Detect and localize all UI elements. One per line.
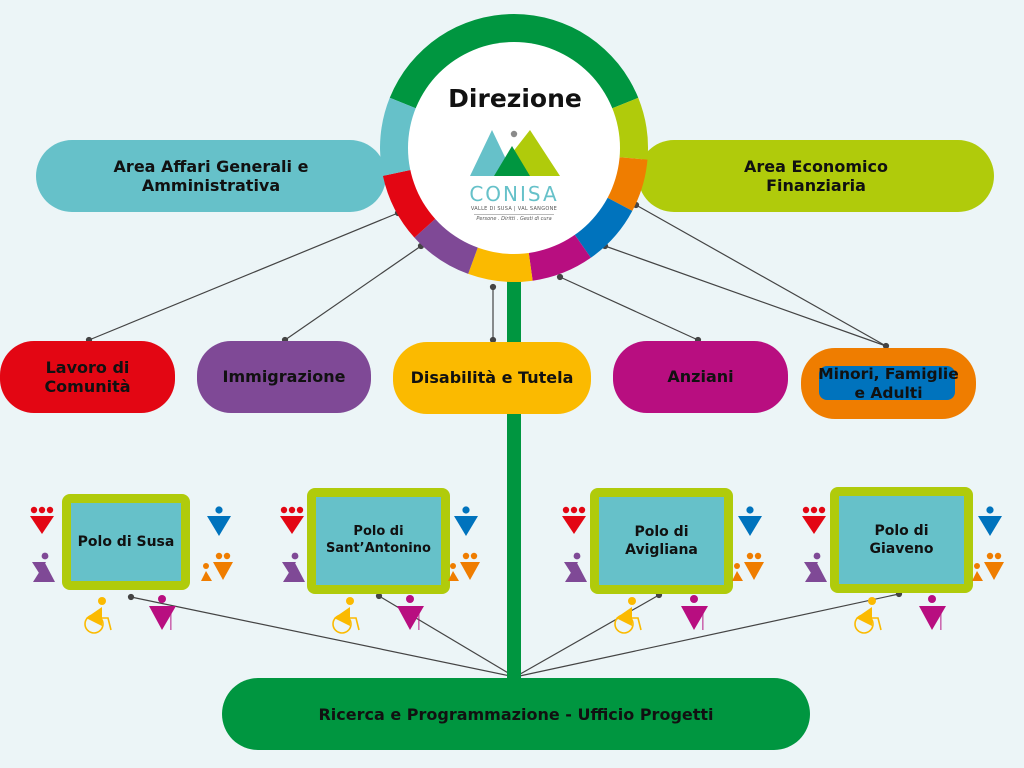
- wheelchair-user-icon: [850, 596, 884, 638]
- family-icon: [560, 506, 588, 540]
- service-inner-highlight: [819, 366, 955, 400]
- direzione-title[interactable]: Direzione: [448, 84, 582, 113]
- polo-label: Polo di Avigliana: [625, 523, 698, 558]
- wheelchair-user-icon: [328, 596, 362, 638]
- service-label: Anziani: [667, 367, 734, 387]
- polo-label: Polo di Susa: [77, 533, 175, 550]
- family-icon: [28, 506, 56, 540]
- mother-child-icon: [278, 552, 306, 588]
- service-immigrazione[interactable]: Immigrazione: [197, 341, 371, 413]
- ring-segment-anziani: [527, 229, 591, 281]
- mountains-icon: [470, 130, 560, 176]
- polo-avigliana[interactable]: Polo di Avigliana: [590, 488, 733, 594]
- family-icon: [278, 506, 306, 540]
- polo-santantonino[interactable]: Polo di Sant’Antonino: [307, 488, 450, 594]
- parents-child-icon: [448, 552, 480, 586]
- service-disabilita-tutela[interactable]: Disabilità e Tutela: [393, 342, 591, 414]
- direzione-ring: [380, 14, 648, 282]
- woman-icon: [680, 594, 710, 636]
- logo-name: CONISA: [469, 182, 559, 206]
- service-label: Immigrazione: [222, 367, 346, 387]
- area-economico-finanziaria-label: Area Economico Finanziaria: [744, 156, 888, 195]
- vertical-trunk-line: [507, 280, 521, 685]
- ricerca-label: Ricerca e Programmazione - Ufficio Proge…: [318, 704, 714, 724]
- woman-icon: [918, 594, 948, 636]
- man-icon: [205, 506, 233, 542]
- connector-minori-a: [635, 204, 887, 347]
- conisa-logo: CONISA VALLE DI SUSA | VAL SANGONE Perso…: [464, 128, 564, 238]
- polo-label: Polo di Sant’Antonino: [326, 524, 431, 556]
- area-affari-generali-label: Area Affari Generali e Amministrativa: [113, 156, 309, 195]
- polo-label: Polo di Giaveno: [869, 522, 934, 557]
- connector-lavoro: [88, 212, 399, 341]
- direzione-center: [408, 42, 620, 254]
- ring-segment-lavoro: [382, 168, 440, 238]
- man-icon: [452, 506, 480, 542]
- logo-subtitle: VALLE DI SUSA | VAL SANGONE: [470, 206, 558, 212]
- service-lavoro-di-comunita[interactable]: Lavoro di Comunità: [0, 341, 175, 413]
- wheelchair-user-icon: [80, 596, 114, 638]
- ring-segment-direzione: [389, 14, 639, 111]
- family-icon: [800, 506, 828, 540]
- service-anziani[interactable]: Anziani: [613, 341, 788, 413]
- logo-tagline: Persone . Diritti . Gesti di cura: [476, 216, 552, 222]
- area-affari-generali[interactable]: Area Affari Generali e Amministrativa: [36, 140, 386, 212]
- logo-divider: [474, 214, 554, 215]
- mother-child-icon: [560, 552, 588, 588]
- mother-child-icon: [800, 552, 828, 588]
- parents-child-icon: [732, 552, 764, 586]
- polo-susa[interactable]: Polo di Susa: [62, 494, 190, 590]
- ricerca-programmazione-box[interactable]: Ricerca e Programmazione - Ufficio Proge…: [222, 678, 810, 750]
- parents-child-icon: [972, 552, 1004, 586]
- wheelchair-user-icon: [610, 596, 644, 638]
- parents-child-icon: [201, 552, 233, 586]
- man-icon: [736, 506, 764, 542]
- man-icon: [976, 506, 1004, 542]
- woman-icon: [396, 594, 426, 636]
- service-label: Minori, Famiglie e Adulti: [818, 364, 959, 402]
- ring-segment-minori-blue: [571, 194, 633, 258]
- connector-susa: [130, 596, 516, 678]
- service-label: Lavoro di Comunità: [44, 357, 131, 396]
- service-minori-famiglie-adulti[interactable]: Minori, Famiglie e Adulti: [801, 348, 976, 419]
- service-label: Disabilità e Tutela: [410, 368, 574, 388]
- ring-segment-immigrazione: [414, 214, 480, 274]
- polo-giaveno[interactable]: Polo di Giaveno: [830, 487, 973, 593]
- area-economico-finanziaria[interactable]: Area Economico Finanziaria: [638, 140, 994, 212]
- woman-icon: [148, 594, 178, 636]
- mother-child-icon: [28, 552, 56, 588]
